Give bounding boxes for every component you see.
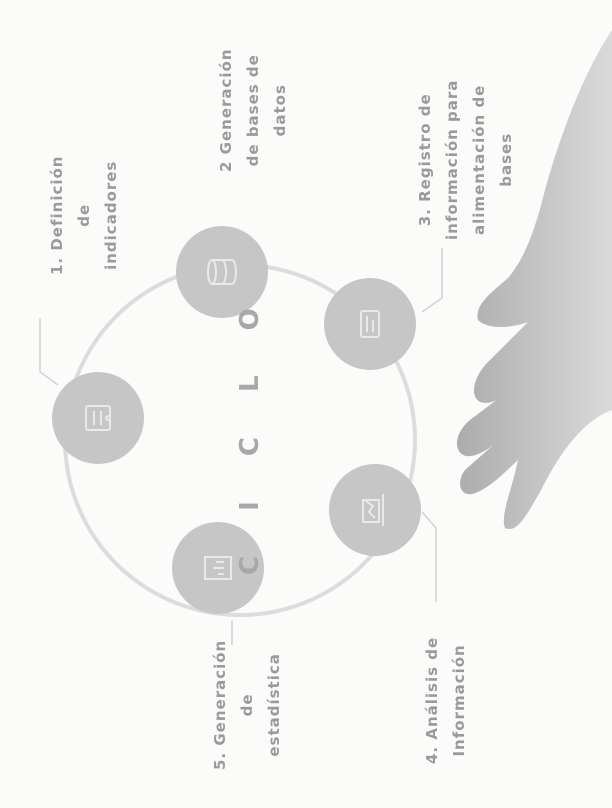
cycle-node-1 [52, 372, 144, 464]
step-label-4: 4. Análisis de Información [419, 636, 473, 763]
step-label-3: 3. Registro de información para alimenta… [412, 80, 520, 240]
cycle-node-4 [329, 464, 421, 556]
leader-line-4 [422, 512, 436, 602]
leader-line-1 [40, 318, 58, 385]
leader-line-3 [422, 248, 442, 312]
center-label: C I C L O [235, 290, 265, 575]
step-label-2: 2 Generación de bases de datos [213, 48, 294, 172]
cycle-node-3 [324, 278, 416, 370]
step-label-1: 1. Definición de indicadores [44, 156, 125, 276]
step-label-5: 5. Generación de estadística [207, 640, 288, 770]
